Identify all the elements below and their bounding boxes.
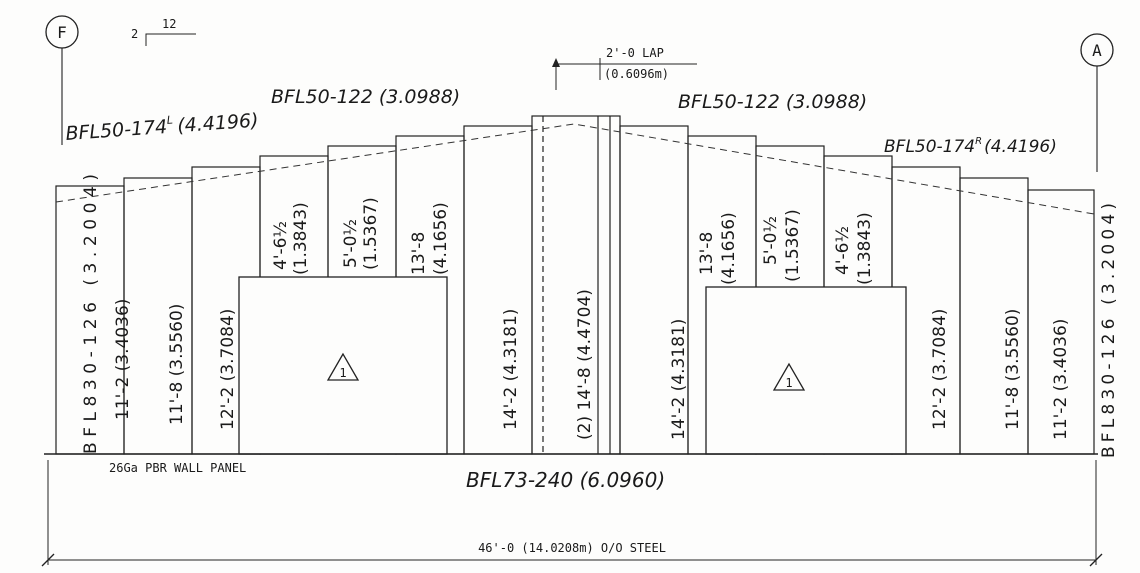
panel-right-2-label-line2: (4.1656) (719, 212, 739, 285)
panel-right-4-label-line1: 4'-6½ (833, 226, 853, 275)
overall-dimension: 46'-0 (14.0208m) O/O STEEL (41, 460, 1103, 567)
panel-left-7 (463, 125, 533, 455)
rake-trim-labels: BFL50-174L(4.4196) BFL50-122 (3.0988) BF… (65, 86, 1057, 157)
panel-left-1-label: BFL830-126 (3.2004) (81, 174, 101, 454)
base-trim-label: BFL73-240 (6.0960) (466, 468, 665, 492)
rake-trim-left-inner: BFL50-122 (3.0988) (271, 86, 460, 108)
roof-slope-line (55, 123, 1095, 215)
openings: 1 1 (238, 276, 907, 455)
lap-note-line1: 2'-0 LAP (606, 46, 664, 60)
opening-right-symbol: 1 (785, 376, 792, 390)
corner-trim-right-label: BFL830-126 (3.2004) (1099, 203, 1119, 458)
opening-right (705, 286, 907, 455)
base-area: 26Ga PBR WALL PANEL BFL73-240 (6.0960) (44, 453, 1098, 492)
panel-center-label: (2) 14'-8 (4.4704) (575, 289, 595, 440)
gridline-a: A (1080, 33, 1114, 172)
opening-right-triangle-icon: 1 (772, 362, 806, 391)
panel-left-4-label-line1: 4'-6½ (271, 221, 291, 270)
panel-right-1-label: 14'-2 (4.3181) (669, 319, 689, 440)
panel-right-7-label: 11'-2 (3.4036) (1051, 319, 1071, 440)
overall-dimension-label: 46'-0 (14.0208m) O/O STEEL (478, 541, 666, 555)
panel-left-1b-label: 11'-2 (3.4036) (113, 299, 133, 420)
panel-center-labels: (2) 14'-8 (4.4704) (575, 289, 595, 440)
panel-left-3-label: 12'-2 (3.7084) (218, 309, 238, 430)
panel-left-5-label-line1: 5'-0½ (341, 219, 361, 268)
rake-trim-left-outer: BFL50-174L(4.4196) (65, 108, 260, 145)
gridline-f-label: F (57, 23, 67, 42)
panel-note: 26Ga PBR WALL PANEL (109, 461, 246, 475)
pitch-rise: 2 (131, 27, 138, 41)
panel-right-2-label-line1: 13'-8 (697, 232, 717, 275)
panel-left-6-label-line2: (4.1656) (431, 202, 451, 275)
opening-left-symbol: 1 (339, 366, 346, 380)
gridline-a-label: A (1092, 41, 1102, 60)
gridline-f: F (45, 15, 79, 145)
panel-left-5-label-line2: (1.5367) (361, 197, 381, 270)
rake-trim-right-outer: BFL50-174R(4.4196) (884, 136, 1057, 157)
panel-left-4-label-line2: (1.3843) (291, 202, 311, 275)
panel-right-3-label-line1: 5'-0½ (761, 216, 781, 265)
panel-right-6-label: 11'-8 (3.5560) (1003, 309, 1023, 430)
lap-note: 2'-0 LAP (0.6096m) (552, 46, 697, 90)
panel-right-5-label: 12'-2 (3.7084) (930, 309, 950, 430)
panel-left-6-label-line1: 13'-8 (409, 232, 429, 275)
lap-note-line2: (0.6096m) (604, 67, 669, 81)
panel-right-3-label-line2: (1.5367) (783, 209, 803, 282)
rake-trim-right-inner: BFL50-122 (3.0988) (678, 91, 867, 113)
opening-left-triangle-icon: 1 (326, 352, 360, 381)
panel-left-7-label: 14'-2 (4.3181) (501, 309, 521, 430)
pitch-run: 12 (162, 17, 176, 31)
panel-right-4-label-line2: (1.3843) (855, 212, 875, 285)
roof-pitch-symbol: 2 12 (131, 17, 196, 46)
opening-left (238, 276, 448, 455)
panel-left-2-label: 11'-8 (3.5560) (167, 304, 187, 425)
